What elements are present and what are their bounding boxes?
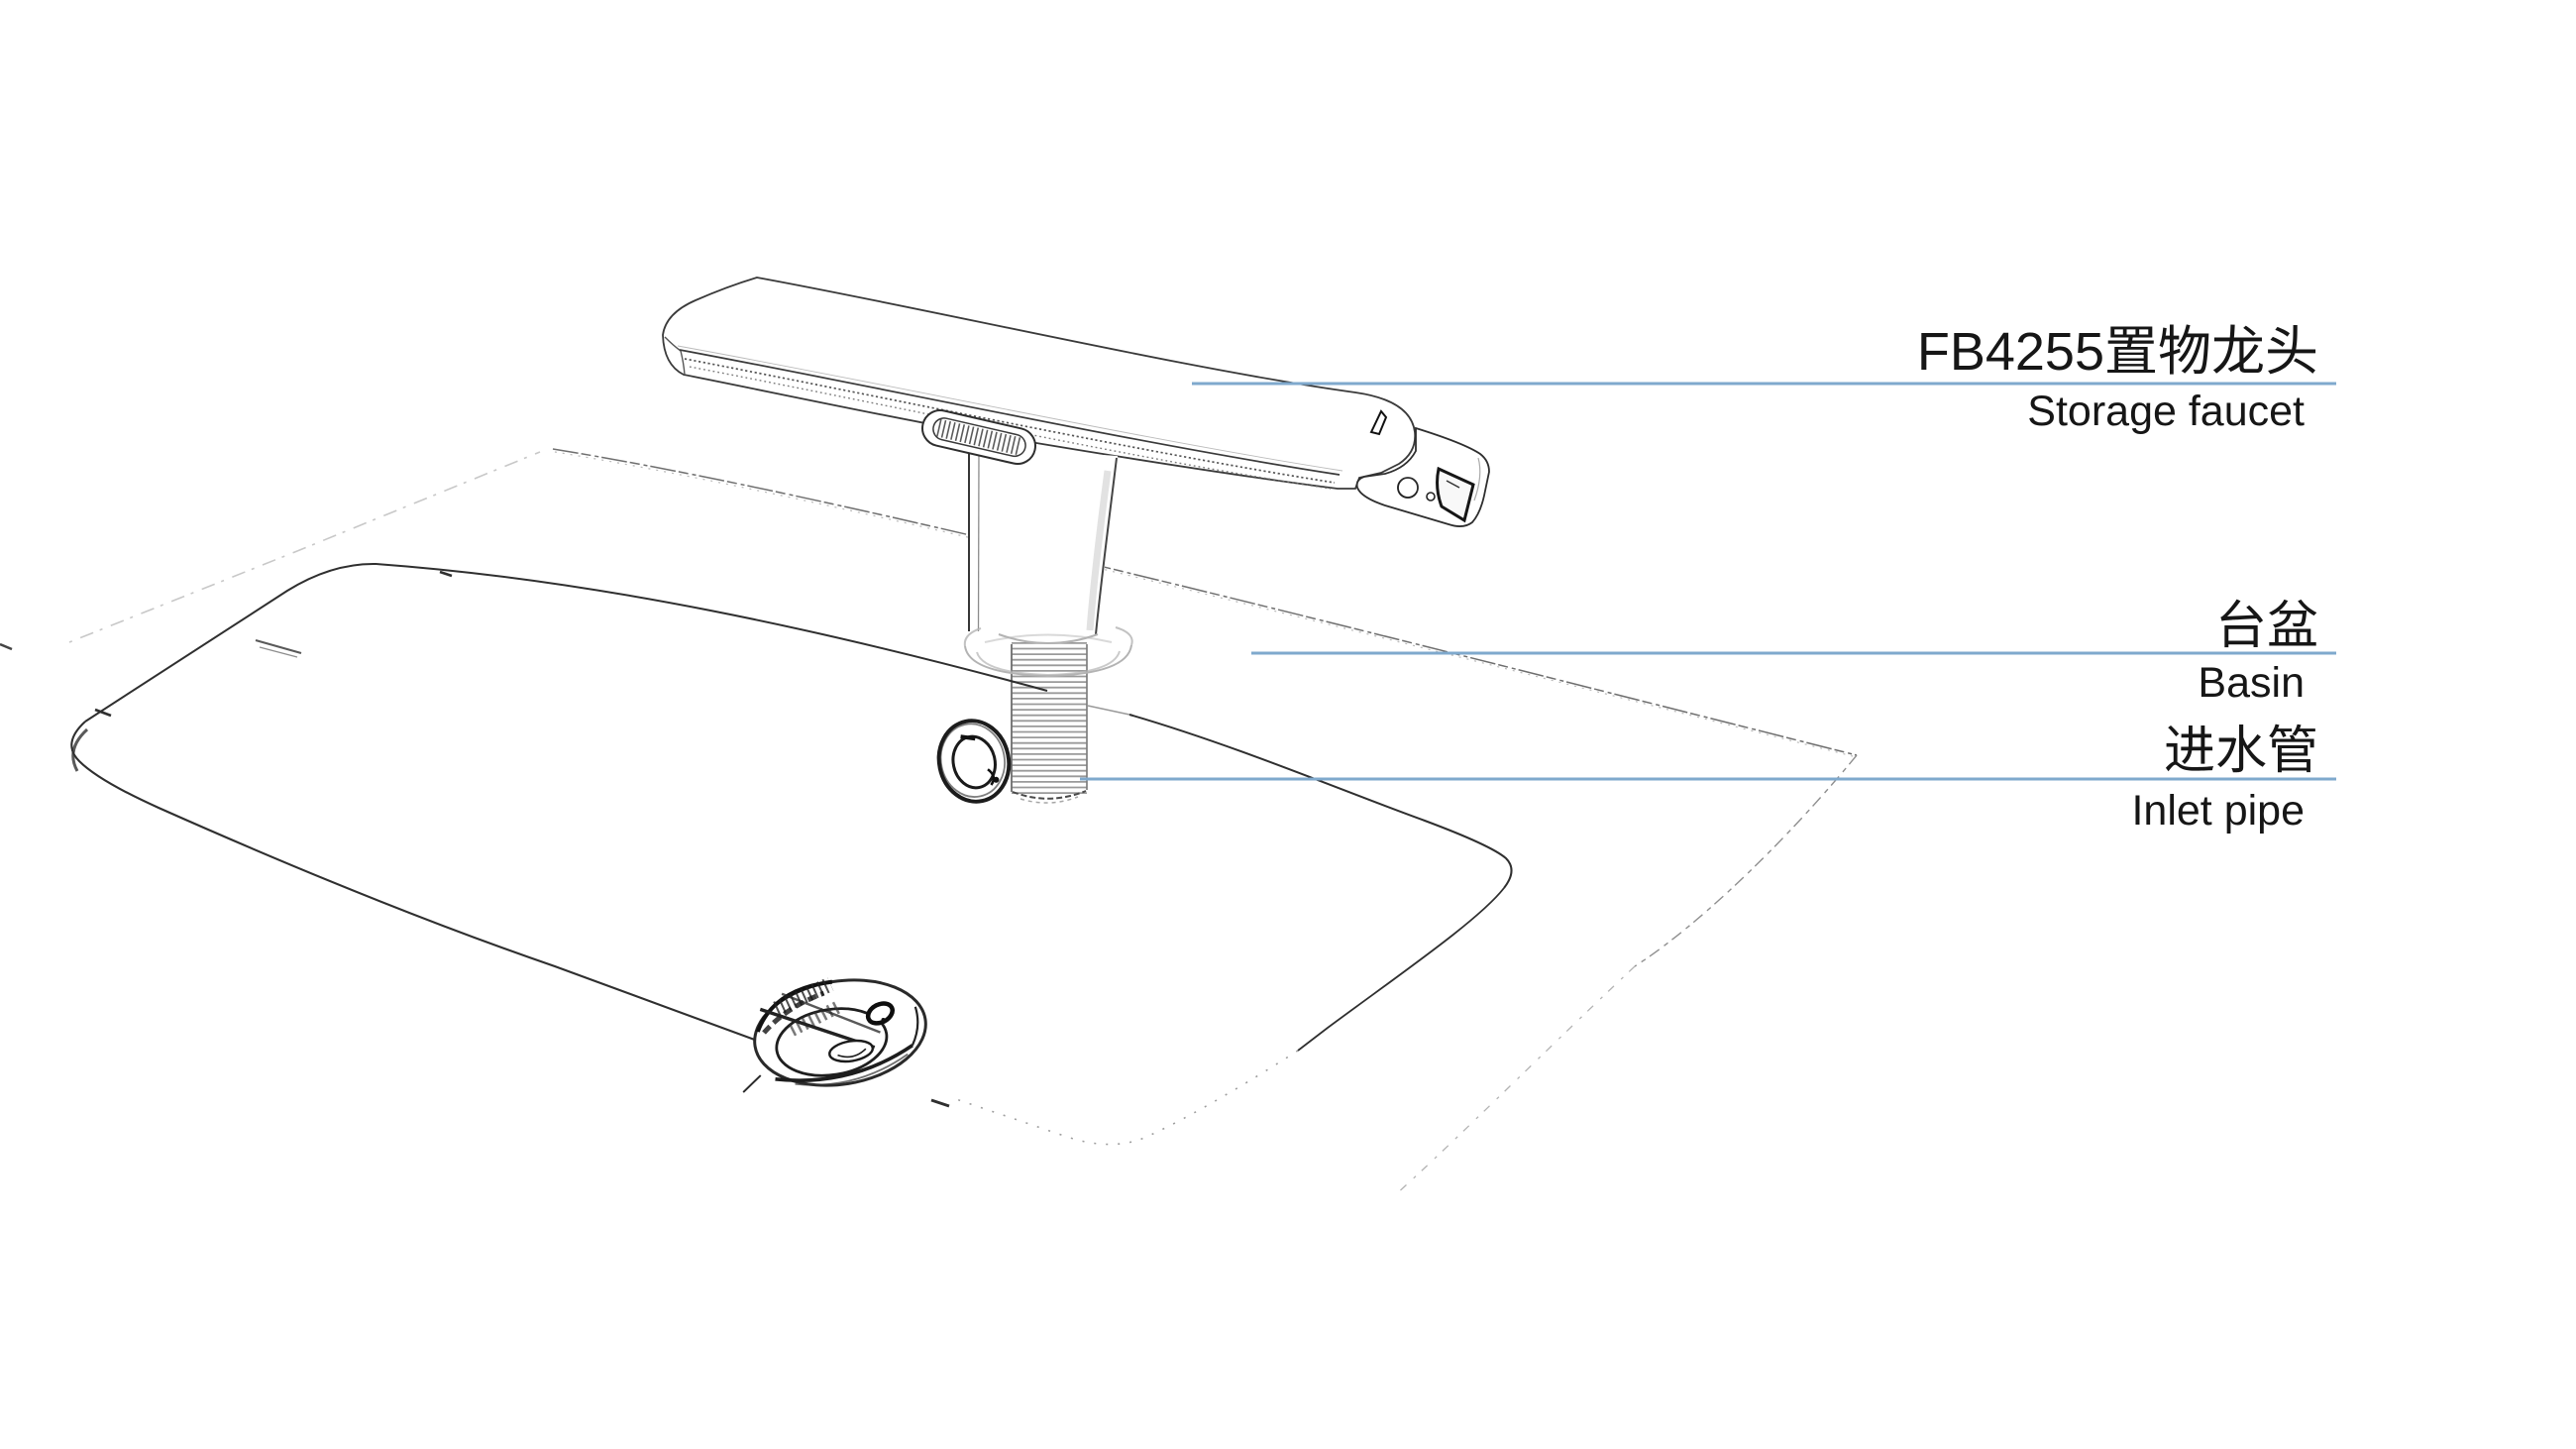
faucet (662, 277, 1490, 635)
faucet-collar (963, 626, 1133, 678)
faucet-aerator (921, 409, 1036, 465)
label-storage-faucet-en: Storage faucet (2027, 388, 2305, 435)
basin-bowl-outline (70, 562, 1513, 1146)
label-storage-faucet-zh: FB4255置物龙头 (1916, 322, 2318, 382)
washer-ring (936, 719, 1012, 804)
drain (742, 977, 927, 1093)
faucet-spout (1355, 409, 1490, 527)
leader-lines (1080, 382, 2336, 781)
faucet-plate (662, 277, 1417, 490)
inlet-pipe (1011, 640, 1088, 804)
basin-back-edge (376, 563, 1048, 692)
faucet-column (968, 446, 1118, 635)
label-inlet-pipe-en: Inlet pipe (2131, 787, 2305, 835)
label-inlet-pipe-zh: 进水管 (2163, 723, 2318, 780)
label-basin-en: Basin (2198, 659, 2305, 707)
label-basin-zh: 台盆 (2214, 598, 2318, 655)
counter-outline (0, 448, 1858, 1196)
